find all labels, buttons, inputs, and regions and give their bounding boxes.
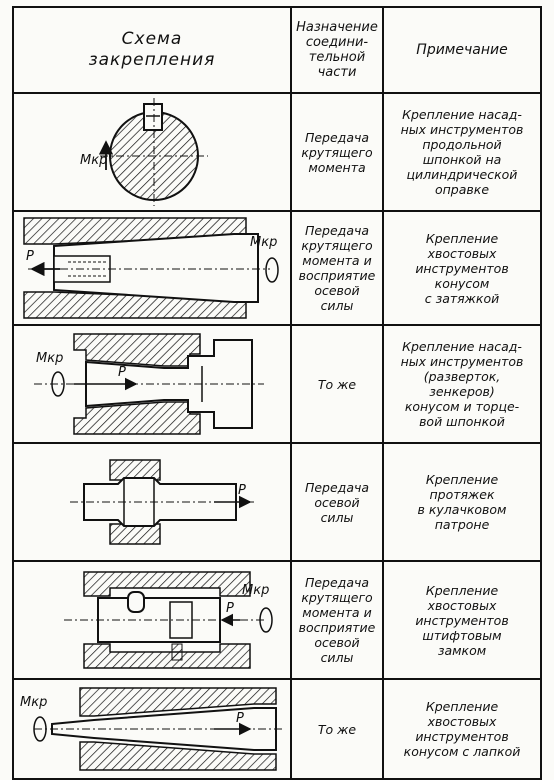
table-row: P Мкр То же Крепление насад- ных инструм… <box>12 324 542 444</box>
row-6-note: Крепление хвостовых инструментов конусом… <box>382 678 542 780</box>
torque-label: Мкр <box>36 351 63 366</box>
row-1-purpose: Передача крутящего момента <box>290 92 384 212</box>
diagram-taper-tang: P Мкр <box>12 678 292 780</box>
header-note: Примечание <box>382 6 542 94</box>
row-3-note: Крепление насад- ных инструментов (разве… <box>382 324 542 444</box>
row-6-purpose: То же <box>290 678 384 780</box>
diagram-taper-face-key: P Мкр <box>12 324 292 444</box>
force-label: P <box>118 365 126 380</box>
row-3-purpose: То же <box>290 324 384 444</box>
row-5-note: Крепление хвостовых инструментов штифтов… <box>382 560 542 680</box>
force-label: P <box>26 249 34 264</box>
header-scheme: Схема закрепления <box>12 6 292 94</box>
table-row: P Мкр То же Крепление хвостовых инструме… <box>12 678 542 780</box>
torque-label: Мкр <box>250 235 277 250</box>
header-row: Схема закрепления Назначение соедини- те… <box>12 6 542 94</box>
fastening-table: Схема закрепления Назначение соедини- те… <box>12 6 542 780</box>
force-label: P <box>238 483 246 498</box>
table-row: Мкр Передача крутящего момента Крепление… <box>12 92 542 212</box>
table-row: P Мкр Передача крутящего момента и воспр… <box>12 560 542 680</box>
torque-label: Мкр <box>20 695 47 710</box>
force-label: P <box>226 601 234 616</box>
diagram-pin-lock: P Мкр <box>12 560 292 680</box>
row-4-purpose: Передача осевой силы <box>290 442 384 562</box>
table-row: P Передача осевой силы Крепление протяже… <box>12 442 542 562</box>
diagram-taper-drawbar: P Мкр <box>12 210 292 326</box>
force-label: P <box>236 711 244 726</box>
row-2-purpose: Передача крутящего момента и восприятие … <box>290 210 384 326</box>
header-purpose: Назначение соедини- тельной части <box>290 6 384 94</box>
torque-label: Мкр <box>80 153 107 168</box>
row-1-note: Крепление насад- ных инструментов продол… <box>382 92 542 212</box>
row-4-note: Крепление протяжек в кулачковом патроне <box>382 442 542 562</box>
diagram-broach-chuck: P <box>12 442 292 562</box>
diagram-key-mandrel: Мкр <box>12 92 292 212</box>
table-row: P Мкр Передача крутящего момента и воспр… <box>12 210 542 326</box>
row-2-note: Крепление хвостовых инструментов конусом… <box>382 210 542 326</box>
row-5-purpose: Передача крутящего момента и восприятие … <box>290 560 384 680</box>
torque-label: Мкр <box>242 583 269 598</box>
